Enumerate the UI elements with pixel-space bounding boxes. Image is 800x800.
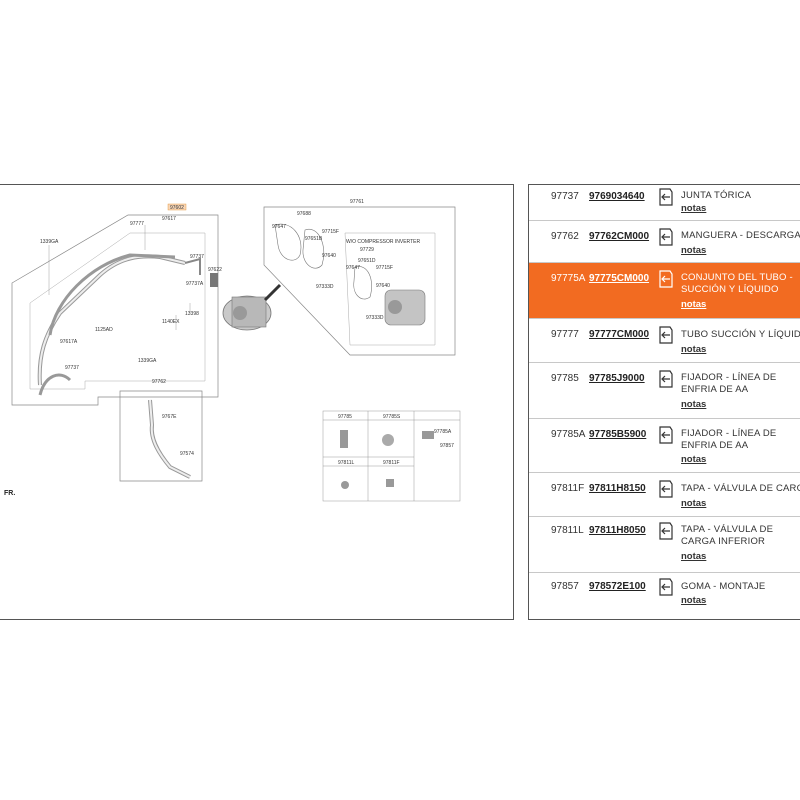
svg-text:97617A: 97617A <box>60 339 78 345</box>
add-to-cart-icon[interactable] <box>657 425 675 445</box>
add-to-cart-icon[interactable] <box>657 227 675 247</box>
svg-text:1125AD: 1125AD <box>95 327 113 333</box>
part-number-link[interactable]: 97762CM000 <box>589 231 650 242</box>
svg-text:97333D: 97333D <box>316 284 334 290</box>
part-number-link[interactable]: 9769034640 <box>589 191 645 202</box>
add-to-cart-icon[interactable] <box>657 577 675 597</box>
diagram-callout-labels: 1339GA 97777 97617 97737 97622 97737A 11… <box>40 199 420 457</box>
svg-text:1140EX: 1140EX <box>162 319 180 325</box>
part-number-link[interactable]: 97775CM000 <box>589 273 650 284</box>
inset-labels: 97785 97785S 97785A 97857 97811L 97811F <box>338 414 454 466</box>
svg-text:97761: 97761 <box>350 199 364 205</box>
notes-link[interactable]: notas <box>681 595 707 606</box>
part-description: TAPA - VÁLVULA DE CARGA INFERIOR <box>681 524 774 547</box>
svg-text:1339GA: 1339GA <box>40 239 59 245</box>
svg-text:97715F: 97715F <box>322 229 339 235</box>
svg-text:97688: 97688 <box>297 211 311 217</box>
part-code: 97785 <box>551 373 579 384</box>
svg-text:97762: 97762 <box>152 379 166 385</box>
part-number-link[interactable]: 97777CM000 <box>589 329 650 340</box>
part-number-link[interactable]: 97811H8050 <box>589 525 646 536</box>
parts-list-panel: 97737 9769034640 JUNTA TÓRICA notas 9776… <box>528 184 800 620</box>
svg-text:97651D: 97651D <box>358 258 376 264</box>
part-number-link[interactable]: 97785J9000 <box>589 373 645 384</box>
svg-text:97640: 97640 <box>376 283 390 289</box>
svg-text:97811L: 97811L <box>338 460 355 466</box>
notes-link[interactable]: notas <box>681 245 707 256</box>
part-description: JUNTA TÓRICA <box>681 190 752 201</box>
svg-text:97647: 97647 <box>272 224 286 230</box>
svg-text:97785: 97785 <box>338 414 352 420</box>
diagram-tag[interactable]: 97602 <box>170 205 184 211</box>
part-description: TUBO SUCCIÓN Y LÍQUIDO <box>681 329 800 340</box>
part-number-link[interactable]: 978572E100 <box>589 581 646 592</box>
part-code: 97857 <box>551 581 579 592</box>
part-code: 97775A <box>551 273 586 284</box>
parts-row[interactable]: 97785 97785J9000 FIJADOR - LÍNEA DE ENFR… <box>529 363 800 419</box>
part-code: 97811L <box>551 525 584 536</box>
svg-text:97777: 97777 <box>130 221 144 227</box>
add-to-cart-icon[interactable] <box>657 479 675 499</box>
parts-row-selected[interactable]: 97775A 97775CM000 CONJUNTO DEL TUBO - SU… <box>529 263 800 319</box>
svg-text:97715F: 97715F <box>376 265 393 271</box>
parts-row[interactable]: 97785A 97785B5900 FIJADOR - LÍNEA DE ENF… <box>529 419 800 473</box>
svg-text:97651B: 97651B <box>305 236 323 242</box>
svg-text:97785S: 97785S <box>383 414 401 420</box>
svg-text:W/O COMPRESSOR INVERTER: W/O COMPRESSOR INVERTER <box>346 239 420 245</box>
svg-text:97785A: 97785A <box>434 429 452 435</box>
part-code: 97762 <box>551 231 579 242</box>
part-number-link[interactable]: 97811H8150 <box>589 483 646 494</box>
part-description: CONJUNTO DEL TUBO - SUCCIÓN Y LÍQUIDO <box>681 272 793 295</box>
notes-link[interactable]: notas <box>681 299 707 310</box>
svg-text:97737A: 97737A <box>186 281 204 287</box>
svg-text:97737: 97737 <box>65 365 79 371</box>
svg-text:13398: 13398 <box>185 311 199 317</box>
notes-link[interactable]: notas <box>681 498 707 509</box>
part-code: 97811F <box>551 483 585 494</box>
svg-text:97333D: 97333D <box>366 315 384 321</box>
parts-row[interactable]: 97811L 97811H8050 TAPA - VÁLVULA DE CARG… <box>529 517 800 573</box>
svg-text:97811F: 97811F <box>383 460 400 466</box>
part-number-link[interactable]: 97785B5900 <box>589 429 647 440</box>
svg-text:97574: 97574 <box>180 451 194 457</box>
notes-link[interactable]: notas <box>681 399 707 410</box>
add-to-cart-icon[interactable] <box>657 521 675 541</box>
add-to-cart-icon[interactable] <box>657 269 675 289</box>
parts-row[interactable]: 97762 97762CM000 MANGUERA - DESCARGA not… <box>529 221 800 263</box>
add-to-cart-icon[interactable] <box>657 187 675 207</box>
svg-text:97857: 97857 <box>440 443 454 449</box>
parts-diagram-panel: 97602 1339GA 97777 97617 97737 97622 977… <box>0 184 514 620</box>
svg-text:97737: 97737 <box>190 254 204 260</box>
add-to-cart-icon[interactable] <box>657 369 675 389</box>
part-description: FIJADOR - LÍNEA DE ENFRIA DE AA <box>681 428 777 451</box>
part-description: GOMA - MONTAJE <box>681 581 766 592</box>
part-description: FIJADOR - LÍNEA DE ENFRIA DE AA <box>681 372 777 395</box>
parts-row[interactable]: 97777 97777CM000 TUBO SUCCIÓN Y LÍQUIDO … <box>529 319 800 363</box>
notes-link[interactable]: notas <box>681 344 707 355</box>
add-to-cart-icon[interactable] <box>657 325 675 345</box>
part-code: 97785A <box>551 429 586 440</box>
part-description: MANGUERA - DESCARGA <box>681 230 800 241</box>
notes-link[interactable]: notas <box>681 203 707 214</box>
notes-link[interactable]: notas <box>681 454 707 465</box>
svg-text:1339GA: 1339GA <box>138 358 157 364</box>
svg-text:97729: 97729 <box>360 247 374 253</box>
part-code: 97737 <box>551 191 579 202</box>
svg-text:9767E: 9767E <box>162 414 177 420</box>
parts-row[interactable]: 97857 978572E100 GOMA - MONTAJE notas <box>529 573 800 619</box>
part-description: TAPA - VÁLVULA DE CARGA <box>681 483 800 494</box>
notes-link[interactable]: notas <box>681 551 707 562</box>
part-code: 97777 <box>551 329 579 340</box>
front-direction-label: FR. <box>4 490 16 497</box>
svg-text:97647: 97647 <box>346 265 360 271</box>
svg-text:97617: 97617 <box>162 216 176 222</box>
svg-text:97640: 97640 <box>322 253 336 259</box>
exploded-parts-diagram[interactable]: 97602 1339GA 97777 97617 97737 97622 977… <box>0 185 514 621</box>
parts-row[interactable]: 97811F 97811H8150 TAPA - VÁLVULA DE CARG… <box>529 473 800 517</box>
parts-row[interactable]: 97737 9769034640 JUNTA TÓRICA notas <box>529 185 800 221</box>
svg-text:97622: 97622 <box>208 267 222 273</box>
